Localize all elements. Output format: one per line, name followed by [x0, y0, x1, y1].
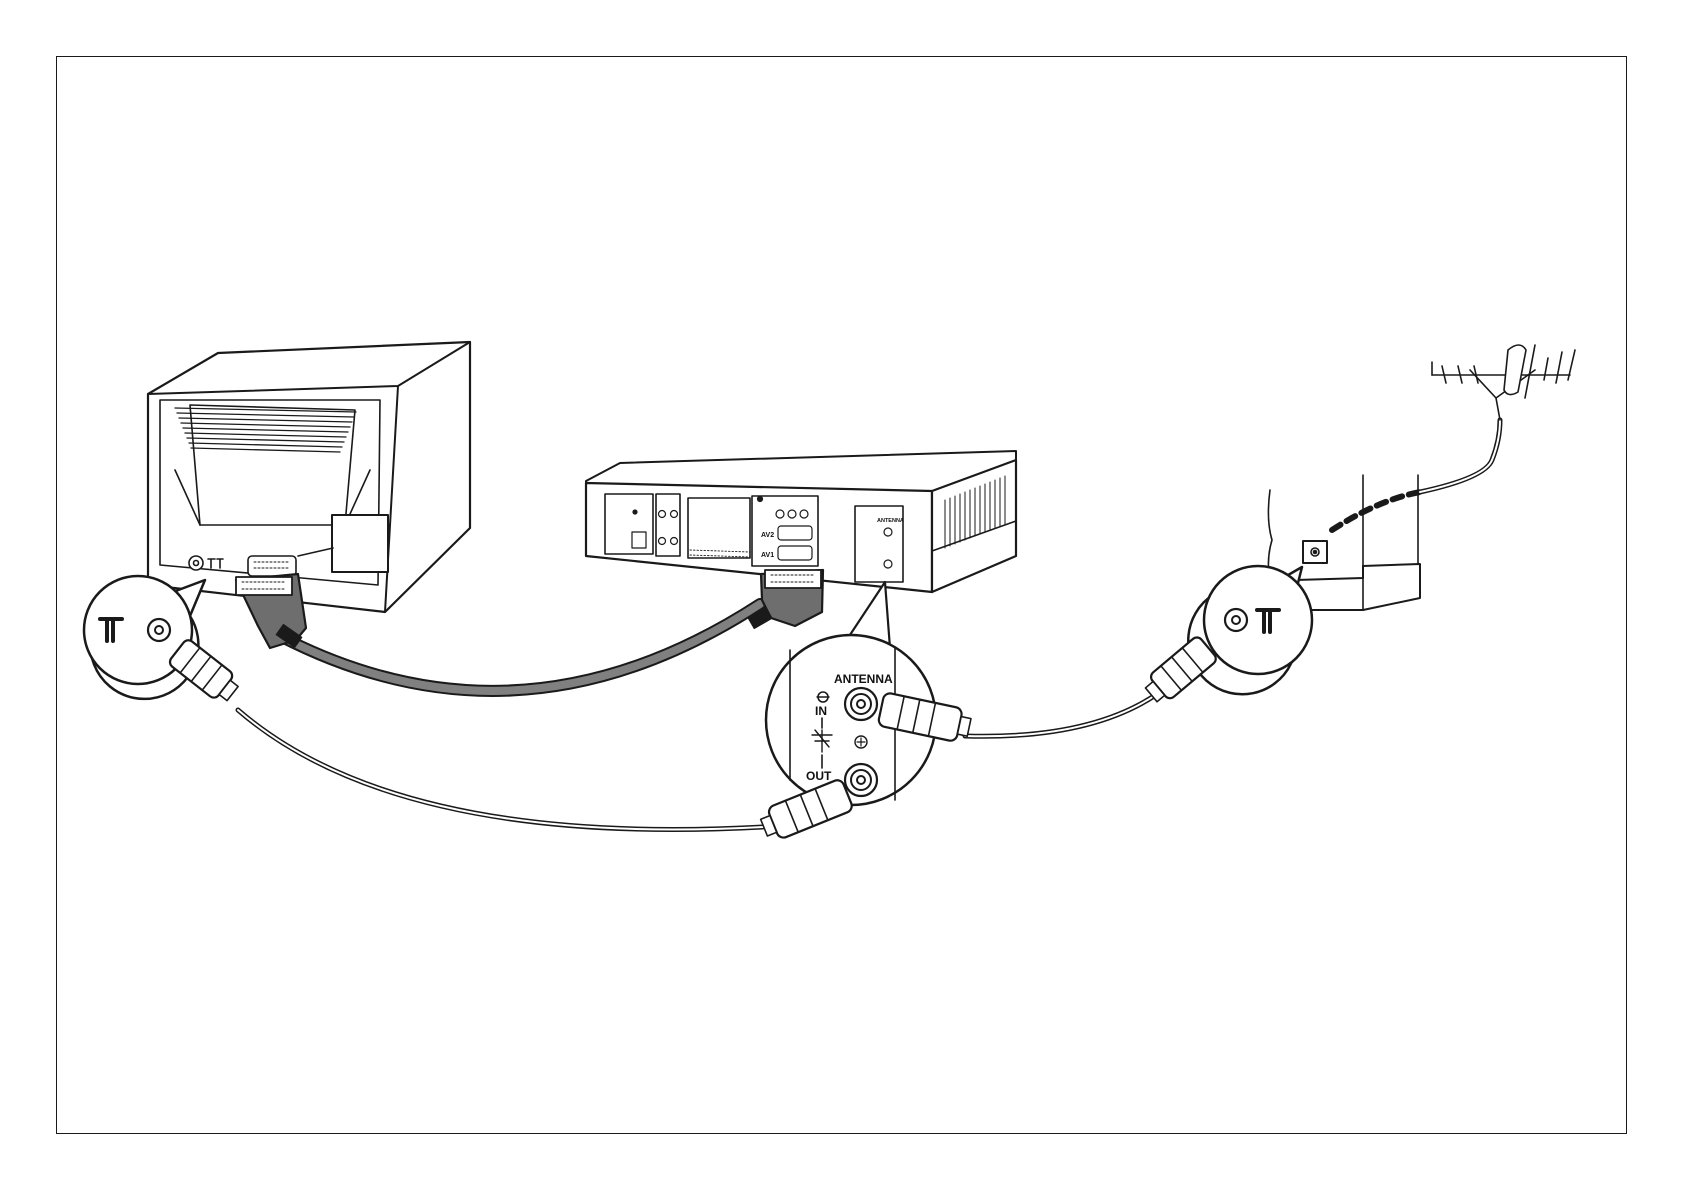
tv-coax-plug [168, 638, 243, 706]
tv-antenna-socket [189, 556, 203, 570]
vcr-av2-label: AV2 [761, 532, 774, 539]
coax-socket-icon [148, 619, 170, 641]
hidden-cable [1332, 492, 1420, 530]
wall-socket-callout [1188, 566, 1312, 694]
wall-socket-area [1268, 420, 1500, 610]
tv-antenna-callout [84, 576, 205, 699]
tv-scart-socket [248, 556, 296, 576]
coax-cable-wall [965, 686, 1168, 736]
coax-socket-icon-2 [1225, 609, 1247, 631]
coax-cable-tv [238, 710, 780, 830]
television [148, 342, 470, 612]
vcr-panel-antenna-label: ANTENNA [877, 518, 904, 524]
callout-in-label: IN [815, 704, 827, 718]
callout-out-label: OUT [806, 769, 832, 783]
vcr-av1-label: AV1 [761, 552, 774, 559]
callout-antenna-label: ANTENNA [834, 672, 893, 686]
roof-antenna-icon [1432, 345, 1575, 420]
